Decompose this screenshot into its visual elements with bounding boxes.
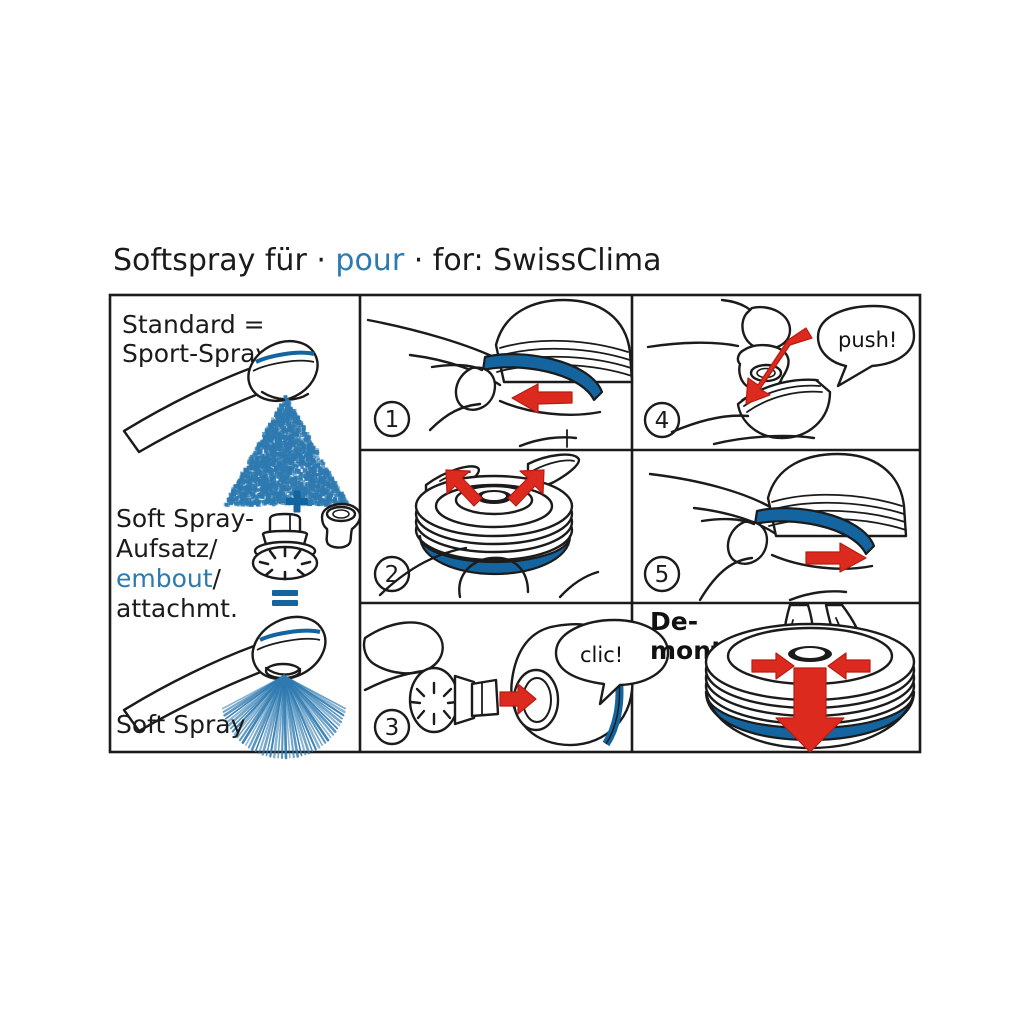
page-title: Softspray für · pour · for: SwissClima (113, 243, 662, 278)
step-5-number: 5 (655, 562, 670, 588)
nozzle-slits (409, 681, 459, 726)
red-arrow-up-right (507, 469, 545, 507)
softspray-label-line2: Aufsatz/ (116, 534, 218, 563)
soft-spray-attachment (408, 666, 500, 734)
plus-symbol (286, 490, 308, 513)
step-2-badge (373, 555, 411, 593)
thumb (698, 517, 874, 602)
step-4-badge (643, 401, 681, 439)
push-callout-text: push! (838, 328, 897, 352)
cap-part (320, 502, 362, 549)
step-5-badge (643, 555, 681, 593)
step-1-slide-ring-left: 1 (366, 298, 634, 448)
step-2-remove-inserts: 2 (373, 453, 600, 599)
step-5-slide-ring-right: 5 (643, 452, 908, 602)
red-arrow-left (511, 383, 573, 414)
nozzle-slits (258, 546, 312, 581)
step-1-number: 1 (385, 407, 400, 433)
fine-spray-lines (222, 674, 347, 760)
red-arrow-left-small (827, 652, 871, 680)
softspray-label-slash: / (213, 564, 222, 593)
push-callout-bubble: push! (816, 304, 916, 388)
shower-head-coarse-spray-illustration (122, 339, 350, 508)
clic-callout-text: clic! (580, 643, 623, 667)
step-2-number: 2 (385, 562, 400, 588)
red-arrow-right (499, 683, 537, 715)
diagram-frame (108, 293, 922, 754)
step-3-number: 3 (385, 715, 400, 741)
standard-label-line2: Sport-Spray (122, 339, 270, 368)
clic-callout-bubble: clic! (554, 618, 670, 706)
blue-band (418, 534, 572, 576)
softspray-label-embout: embout (116, 564, 213, 593)
nozzle-plate-stack (414, 474, 574, 562)
step-3-insert-attachment: clic! 3 (362, 618, 670, 747)
red-arrow-down-large (775, 667, 845, 753)
thumb (428, 363, 602, 448)
step-1-badge (373, 400, 411, 438)
blue-ring-band (481, 353, 604, 402)
spray-comparison-panel: Standard = Sport-Spray Soft Spray- Aufsa… (116, 310, 362, 760)
softspray-label-line3: embout/ (116, 564, 222, 593)
step-4-number: 4 (655, 408, 670, 434)
softspray-label-line1: Soft Spray- (116, 504, 254, 533)
demontage-label-line1: De- (650, 607, 698, 636)
attachment-body (251, 512, 319, 581)
title-part-de: Softspray für · (113, 243, 335, 278)
soft-spray-attachment-illustration (251, 490, 362, 606)
softspray-result-label: Soft Spray (116, 710, 246, 739)
title-part-en: · for: SwissClima (404, 243, 661, 278)
coarse-spray-dots (223, 395, 350, 508)
shower-head-fine-spray-illustration (122, 615, 347, 760)
standard-label-line1: Standard = (122, 310, 265, 339)
softspray-label-line4: attachmt. (116, 594, 238, 623)
red-arrow-up-left (445, 469, 483, 507)
demontage-panel: De- montage (650, 603, 916, 753)
step-4-push-cap: push! 4 (643, 298, 916, 446)
red-arrow-right-small (751, 652, 795, 680)
red-arrow-right (805, 542, 867, 573)
blue-ring-band (753, 507, 876, 556)
red-arrow-down-left (745, 327, 813, 405)
step-3-badge (373, 708, 411, 746)
title-part-fr: pour (335, 243, 404, 278)
equals-symbol (272, 590, 298, 606)
